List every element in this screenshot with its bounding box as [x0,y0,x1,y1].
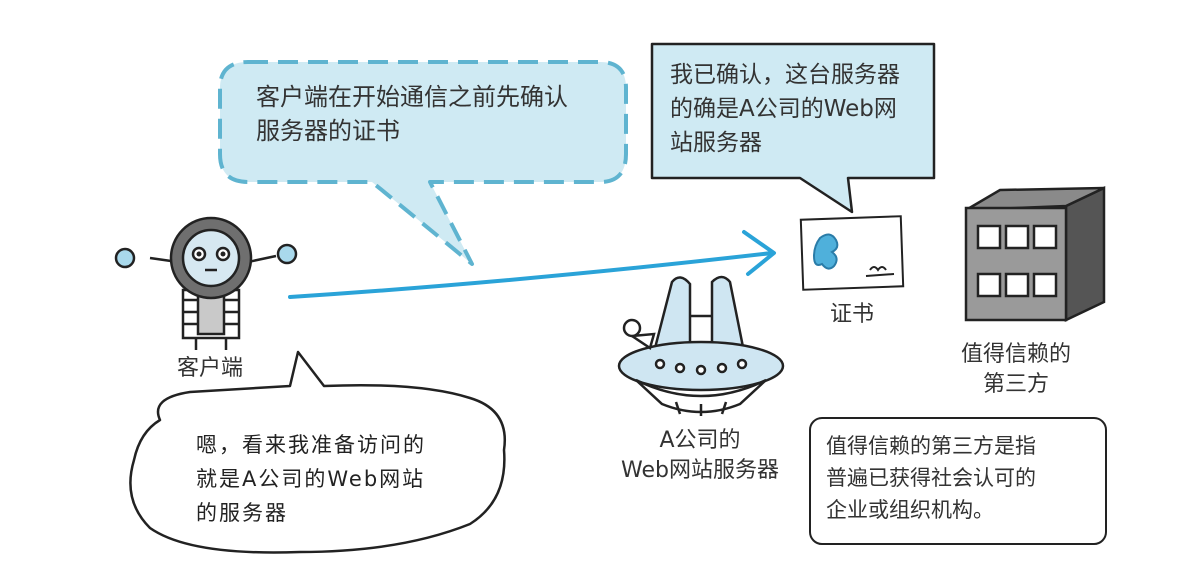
client-label: 客户端 [176,356,243,381]
client-think-line-1: 嗯，看来我准备访问的 [196,433,426,457]
verification-arrow [288,230,776,299]
ca-confirm-line-3: 站服务器 [670,130,762,156]
ca-confirm-line-1: 我已确认，这台服务器 [670,62,900,88]
ca-confirm-line-2: 的确是A公司的Web网 [670,96,897,122]
certificate-icon [799,215,905,291]
web-server-icon [617,275,785,416]
trusted-third-party-line-1: 值得信赖的 [960,342,1071,367]
client-check-line-2: 服务器的证书 [256,117,400,145]
client-think-bubble [129,350,507,554]
definition-note-line-3: 企业或组织机构。 [826,498,994,522]
client-check-bubble [218,60,628,266]
web-server-line-2: Web网站服务器 [621,458,779,483]
definition-note-line-2: 普遍已获得社会认可的 [826,466,1036,490]
definition-note-line-1: 值得信赖的第三方是指 [826,434,1036,458]
client-think-text: 嗯，看来我准备访问的 就是A公司的Web网站 的服务器 [196,428,426,530]
trusted-third-party-line-2: 第三方 [982,372,1049,397]
web-server-line-1: A公司的 [659,428,741,453]
client-check-text: 客户端在开始通信之前先确认 服务器的证书 [256,80,568,148]
ca-confirm-bubble [650,42,936,214]
ca-confirm-text: 我已确认，这台服务器 的确是A公司的Web网 站服务器 [670,58,900,160]
definition-note-text: 值得信赖的第三方是指 普遍已获得社会认可的 企业或组织机构。 [826,430,1036,526]
client-check-line-1: 客户端在开始通信之前先确认 [256,83,568,111]
certificate-label: 证书 [829,302,874,327]
client-think-line-3: 的服务器 [196,501,288,525]
trusted-third-party-building-icon [964,186,1106,322]
client-think-line-2: 就是A公司的Web网站 [196,467,426,491]
trusted-third-party-label: 值得信赖的 第三方 [948,340,1084,400]
web-server-label: A公司的 Web网站服务器 [600,426,800,486]
definition-note-box [809,417,1107,545]
client-robot-icon [114,216,298,350]
